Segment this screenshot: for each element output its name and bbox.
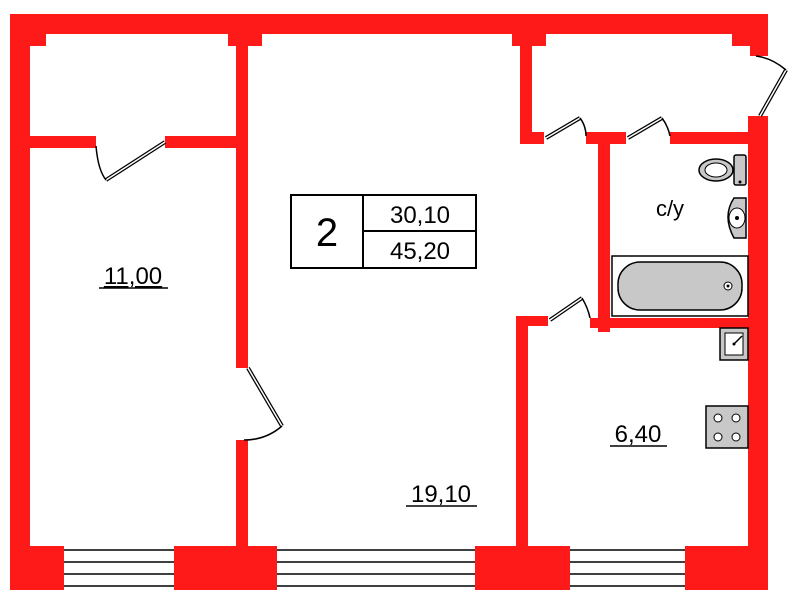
- room-count: 2: [316, 211, 338, 255]
- wall-hallway-left: [520, 34, 532, 144]
- window-bedroom: [64, 546, 174, 590]
- kitchen-sink-icon: [719, 327, 749, 361]
- partition-bedroom-living: [236, 34, 248, 368]
- label-bathroom: с/у: [656, 196, 684, 221]
- wall-closet-right: [165, 136, 248, 148]
- stove-icon: [705, 405, 749, 449]
- outer-wall-left: [10, 14, 30, 590]
- door-kitchen: [548, 296, 591, 322]
- area-living-room: 19,10: [411, 481, 471, 508]
- toilet-icon: [698, 154, 747, 186]
- room-labels: 11,00 19,10 6,40 с/у: [99, 196, 684, 508]
- pilaster: [732, 34, 750, 46]
- summary-box: 2 30,10 45,20: [290, 194, 477, 269]
- outer-wall-right-top: [750, 14, 768, 56]
- wall-hallway-stub: [520, 132, 544, 144]
- door-hallway: [544, 116, 587, 140]
- total-area: 45,20: [390, 238, 450, 265]
- wall-bathroom-bottom: [590, 318, 760, 328]
- partition-bedroom-living-lower: [236, 440, 248, 546]
- wall-kitchen-left: [516, 316, 528, 546]
- bathtub-icon: [611, 255, 749, 317]
- pilaster: [30, 34, 46, 46]
- living-area: 30,10: [390, 202, 450, 229]
- outer-wall-top: [10, 14, 768, 34]
- door-bathroom: [626, 116, 671, 140]
- door-entrance: [755, 55, 788, 117]
- outer-wall-right: [748, 116, 768, 590]
- area-bedroom: 11,00: [104, 263, 162, 290]
- window-kitchen: [570, 546, 685, 590]
- wall-hallway-right: [670, 132, 760, 144]
- doors: [95, 55, 788, 441]
- door-bedroom: [243, 366, 284, 441]
- area-kitchen: 6,40: [615, 421, 662, 448]
- door-closet: [95, 140, 167, 182]
- sink-icon: [727, 197, 747, 239]
- windows: [64, 546, 685, 590]
- wall-bathroom-left: [598, 132, 610, 332]
- window-living-room: [277, 546, 475, 590]
- wall-closet-left: [30, 136, 96, 148]
- wall-kitchen-stub: [516, 316, 548, 326]
